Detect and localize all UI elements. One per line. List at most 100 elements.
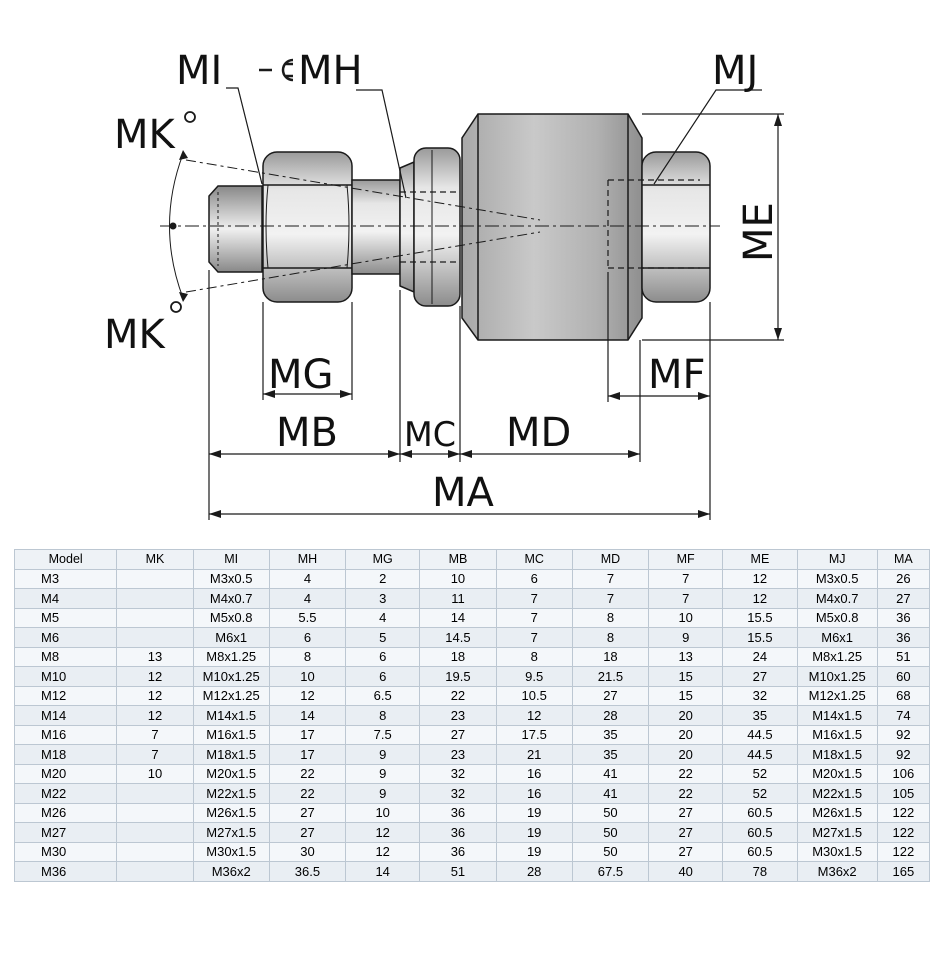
table-cell: 52: [722, 763, 798, 784]
table-cell: 27: [571, 685, 650, 706]
table-cell: M26x1.5: [796, 802, 878, 823]
table-cell: 10: [268, 666, 347, 687]
table-cell: 20: [648, 744, 724, 765]
table-cell: 28: [495, 861, 573, 882]
table-cell: M12x1.25: [192, 685, 270, 706]
table-cell: M4x0.7: [192, 588, 270, 609]
table-cell: 13: [116, 646, 194, 667]
table-cell: 22: [268, 783, 347, 804]
table-header-row: Model MK MI MH MG MB MC MD MF ME MJ MA: [13, 549, 931, 570]
floating-joint-diagram: MI MH MJ MK MK ME MG MF MB MC MD MA: [104, 48, 784, 520]
table-cell: M16x1.5: [192, 724, 270, 745]
hidden-lines: [400, 179, 700, 269]
table-cell: 27: [722, 666, 798, 687]
table-cell: 60.5: [722, 802, 798, 823]
table-cell: 68: [876, 685, 931, 706]
table-cell: 36.5: [268, 861, 347, 882]
table-cell: M20x1.5: [796, 763, 878, 784]
table-cell: 44.5: [722, 744, 798, 765]
table-cell: 36: [419, 802, 497, 823]
table-cell: M36x2: [192, 861, 270, 882]
label-mg: MG: [268, 352, 334, 398]
table-cell: 14: [345, 861, 421, 882]
table-cell: 23: [419, 744, 497, 765]
lock-nut: [262, 151, 353, 303]
table-cell: 41: [571, 763, 650, 784]
table-cell: M3x0.5: [192, 568, 270, 589]
table-cell: 44.5: [722, 724, 798, 745]
table-cell: M36x2: [796, 861, 878, 882]
table-cell: M10x1.25: [192, 666, 270, 687]
column-header: ME: [722, 549, 798, 570]
table-cell: 12: [116, 685, 194, 706]
table-cell: 60: [876, 666, 931, 687]
table-cell: 7: [116, 724, 194, 745]
table-cell: 6.5: [345, 685, 421, 706]
model-cell: M27: [13, 822, 118, 843]
table-cell: 22: [268, 763, 347, 784]
table-cell: M20x1.5: [192, 763, 270, 784]
table-cell: 92: [876, 724, 931, 745]
table-cell: [116, 841, 194, 862]
table-cell: 32: [722, 685, 798, 706]
table-cell: 7: [648, 588, 724, 609]
column-header: MG: [345, 549, 421, 570]
table-cell: 8: [571, 607, 650, 628]
table-cell: 10: [116, 763, 194, 784]
column-header: Model: [13, 549, 118, 570]
table-cell: 12: [116, 666, 194, 687]
table-cell: 30: [268, 841, 347, 862]
table-cell: 8: [345, 705, 421, 726]
table-cell: M18x1.5: [796, 744, 878, 765]
table-cell: 17: [268, 744, 347, 765]
table-cell: 32: [419, 783, 497, 804]
model-cell: M6: [13, 627, 118, 648]
table-cell: 3: [345, 588, 421, 609]
table-cell: 9: [345, 763, 421, 784]
table-cell: M8x1.25: [192, 646, 270, 667]
table-cell: 105: [876, 783, 931, 804]
table-cell: 28: [571, 705, 650, 726]
table-cell: 7: [116, 744, 194, 765]
table-cell: 27: [648, 841, 724, 862]
label-md: MD: [506, 410, 571, 456]
table-cell: M18x1.5: [192, 744, 270, 765]
table-cell: [116, 822, 194, 843]
table-cell: M22x1.5: [796, 783, 878, 804]
model-cell: M14: [13, 705, 118, 726]
table-cell: 15: [648, 666, 724, 687]
table-cell: 92: [876, 744, 931, 765]
table-cell: 9: [345, 744, 421, 765]
table-cell: 12: [722, 568, 798, 589]
table-cell: M30x1.5: [192, 841, 270, 862]
table-cell: 51: [876, 646, 931, 667]
column-header: MJ: [796, 549, 878, 570]
table-cell: 5.5: [268, 607, 347, 628]
label-me: ME: [736, 202, 782, 262]
table-cell: 52: [722, 783, 798, 804]
table-cell: M14x1.5: [796, 705, 878, 726]
table-cell: 122: [876, 841, 931, 862]
table-cell: 51: [419, 861, 497, 882]
table-cell: 19: [495, 841, 573, 862]
table-cell: M22x1.5: [192, 783, 270, 804]
table-cell: 8: [495, 646, 573, 667]
label-mc: MC: [404, 415, 456, 455]
label-mb: MB: [276, 410, 338, 456]
table-cell: 27: [268, 822, 347, 843]
table-cell: 13: [648, 646, 724, 667]
table-cell: 23: [419, 705, 497, 726]
column-header: MH: [268, 549, 347, 570]
table-cell: 20: [648, 705, 724, 726]
table-cell: 18: [571, 646, 650, 667]
table-cell: M27x1.5: [796, 822, 878, 843]
table-cell: 16: [495, 783, 573, 804]
wrench-icon: [259, 58, 294, 82]
model-cell: M26: [13, 802, 118, 823]
table-cell: 12: [268, 685, 347, 706]
table-cell: 14.5: [419, 627, 497, 648]
